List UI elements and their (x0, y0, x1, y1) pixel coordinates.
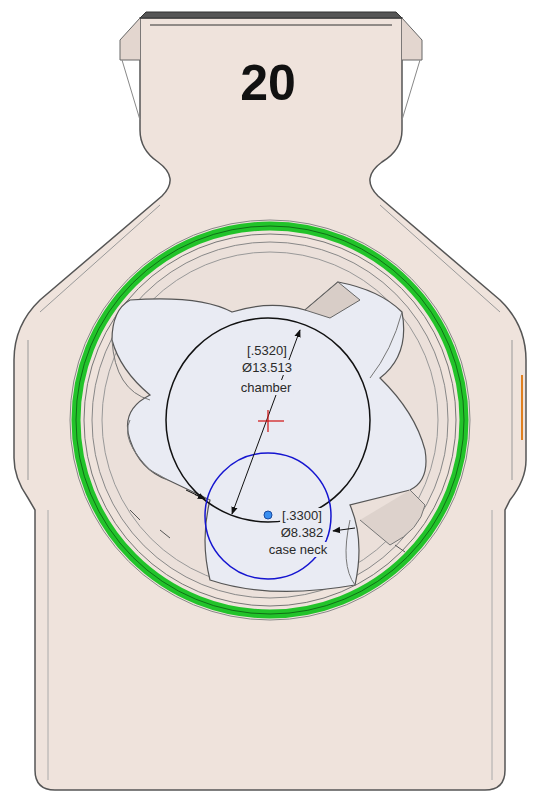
part-number: 20 (238, 56, 298, 110)
dimension-value: Ø13.513 (240, 360, 294, 375)
dimension-value: Ø8.382 (279, 525, 326, 540)
dimension-reference: [.5320] (245, 343, 289, 358)
dimension-reference: [.3300] (280, 508, 324, 523)
feature-name: chamber (239, 380, 294, 395)
feature-name: case neck (267, 542, 330, 557)
